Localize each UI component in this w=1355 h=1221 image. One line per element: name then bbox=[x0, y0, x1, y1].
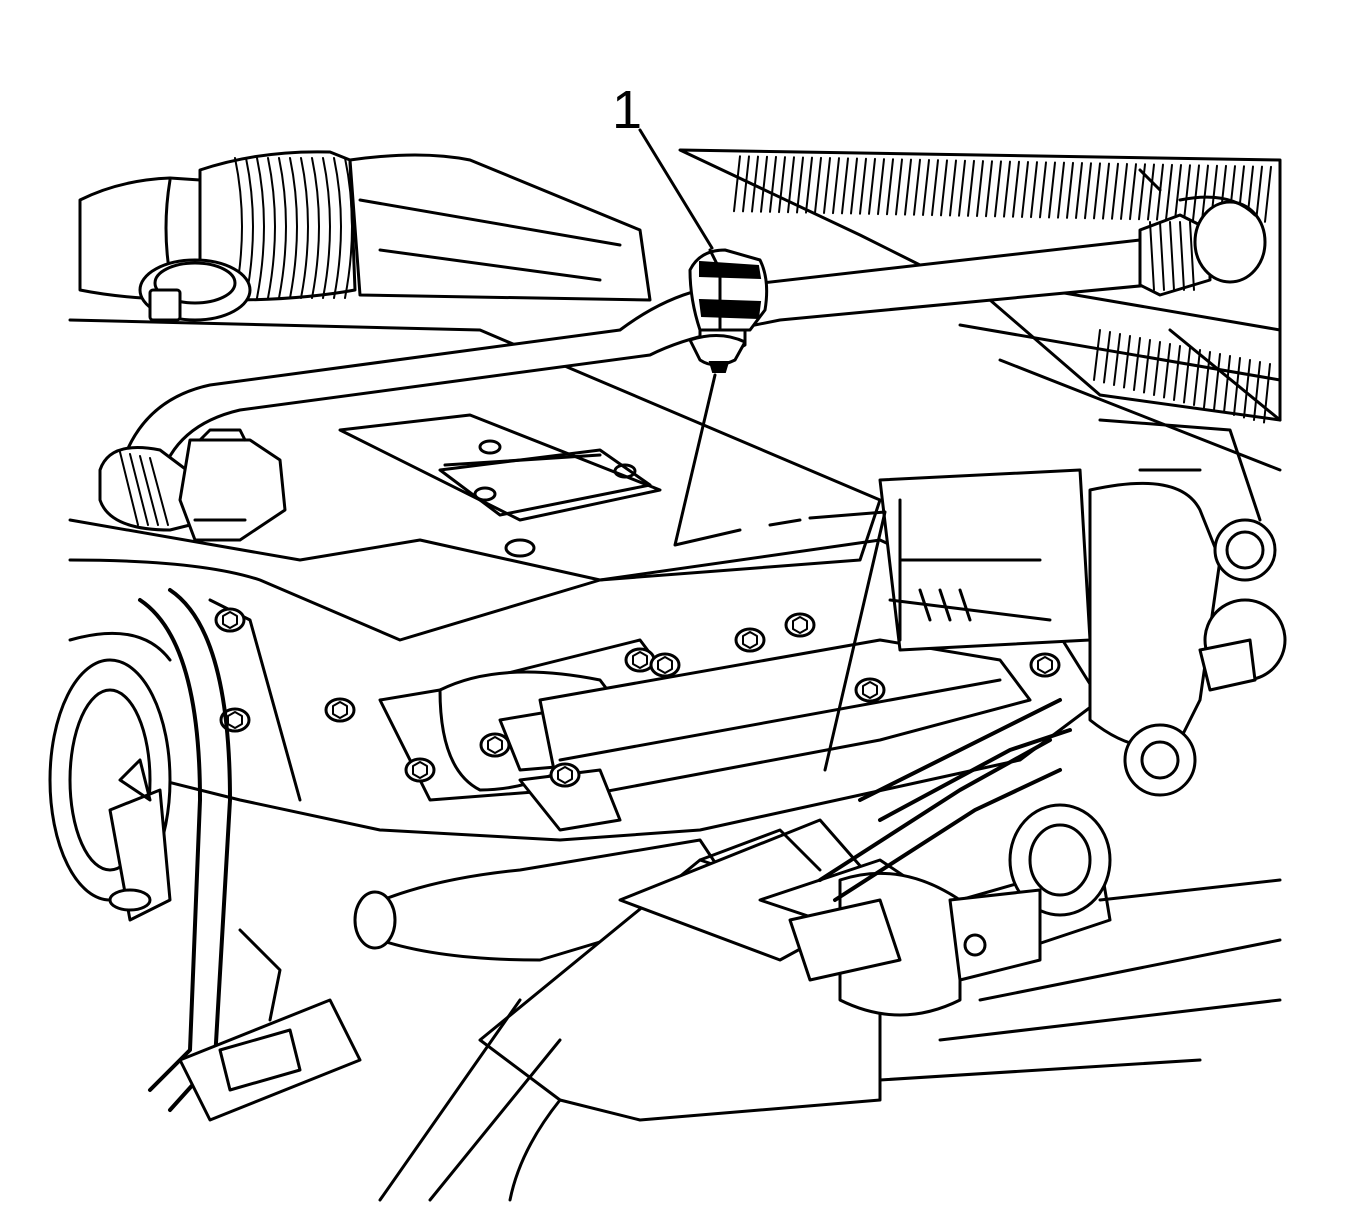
bolt-head bbox=[479, 732, 511, 758]
air-intake-duct bbox=[78, 150, 652, 322]
bolt-head bbox=[404, 757, 436, 783]
bolt-head bbox=[1029, 652, 1061, 678]
callout-label-1: 1 bbox=[612, 80, 642, 140]
hose-clip bbox=[688, 248, 769, 373]
bolt-head bbox=[324, 697, 356, 723]
left-lower-components bbox=[48, 588, 362, 1122]
right-fittings bbox=[1088, 328, 1287, 797]
vent-hose-tube bbox=[98, 168, 1267, 542]
bolt-head bbox=[214, 607, 246, 633]
bolt-head bbox=[784, 612, 816, 638]
bolt-head bbox=[649, 652, 681, 678]
bolt-head bbox=[734, 627, 766, 653]
bolt-head bbox=[549, 762, 581, 788]
leader-lines bbox=[638, 128, 887, 772]
lower-hoses bbox=[353, 698, 1282, 1202]
bolt-head bbox=[854, 677, 886, 703]
intake-manifold bbox=[68, 468, 1102, 842]
